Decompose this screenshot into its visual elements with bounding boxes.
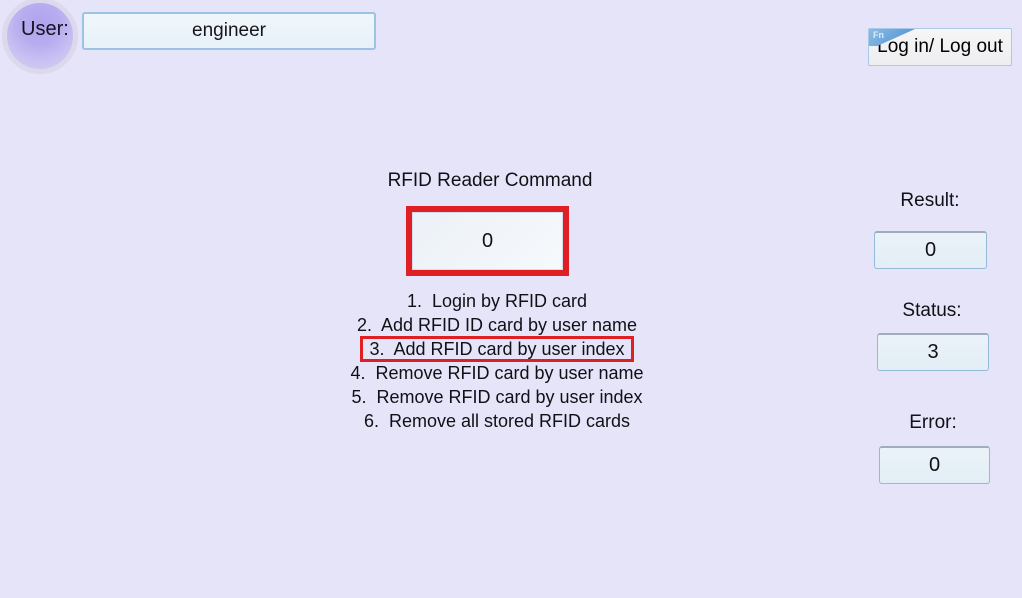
login-logout-label: Log in/ Log out [877, 36, 1003, 57]
login-logout-button[interactable]: Fn Log in/ Log out [868, 28, 1012, 66]
command-option-2: 2. Add RFID ID card by user name [297, 313, 697, 337]
user-indicator-circle [2, 0, 78, 74]
command-option-5: 5. Remove RFID card by user index [297, 385, 697, 409]
result-value-field: 0 [874, 231, 987, 269]
error-label: Error: [909, 412, 957, 433]
error-value-field: 0 [879, 446, 990, 484]
command-option-2-text: 2. Add RFID ID card by user name [356, 314, 638, 335]
command-option-6: 6. Remove all stored RFID cards [297, 409, 697, 433]
command-value-box[interactable]: 0 [406, 206, 569, 276]
status-value-field: 3 [877, 333, 989, 371]
result-label: Result: [900, 190, 960, 211]
status-label: Status: [902, 300, 962, 321]
command-option-6-text: 6. Remove all stored RFID cards [363, 410, 631, 431]
command-value: 0 [481, 229, 494, 252]
result-value: 0 [924, 239, 937, 261]
command-option-4: 4. Remove RFID card by user name [297, 361, 697, 385]
user-label: User: [21, 18, 69, 40]
command-options-list: 1. Login by RFID card 2. Add RFID ID car… [297, 289, 697, 433]
command-option-5-text: 5. Remove RFID card by user index [351, 386, 643, 407]
command-option-1: 1. Login by RFID card [297, 289, 697, 313]
command-option-3-highlighted: 3. Add RFID card by user index [297, 336, 697, 362]
command-option-3-text: 3. Add RFID card by user index [360, 336, 634, 362]
command-option-1-text: 1. Login by RFID card [406, 290, 588, 311]
status-value: 3 [927, 341, 939, 363]
command-title: RFID Reader Command [387, 170, 593, 191]
user-input[interactable] [82, 12, 376, 50]
error-value: 0 [928, 454, 941, 476]
command-option-4-text: 4. Remove RFID card by user name [350, 362, 644, 383]
